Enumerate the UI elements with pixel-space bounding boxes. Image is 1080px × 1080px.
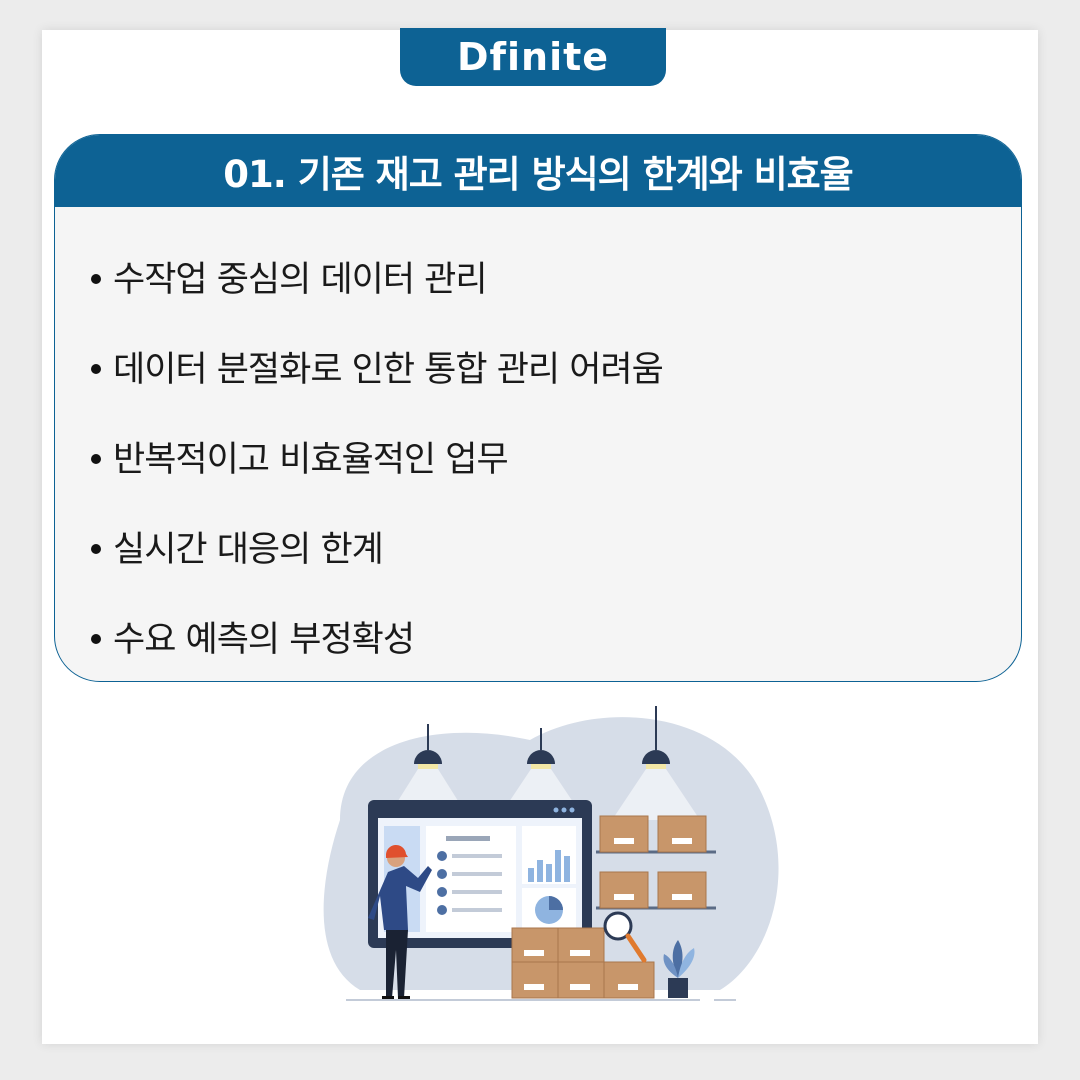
list-item: 데이터 분절화로 인한 통합 관리 어려움 <box>91 321 664 411</box>
list-item-text: 수요 예측의 부정확성 <box>113 619 415 660</box>
list-item-text: 수작업 중심의 데이터 관리 <box>113 259 488 300</box>
list-item-text: 실시간 대응의 한계 <box>113 529 384 570</box>
list-item: 수작업 중심의 데이터 관리 <box>91 231 663 321</box>
panel-header: 01. 기존 재고 관리 방식의 한계와 비효율 <box>55 135 1021 207</box>
bullet-icon <box>91 544 101 554</box>
list-item-text: 데이터 분절화로 인한 통합 관리 어려움 <box>113 349 664 390</box>
bullet-icon <box>91 274 101 284</box>
boxes-icon <box>511 927 655 999</box>
list-item: 수요 예측의 부정확성 <box>91 591 663 681</box>
list-item-text: 반복적이고 비효율적인 업무 <box>113 439 509 480</box>
list-item: 실시간 대응의 한계 <box>91 501 663 591</box>
info-panel: 01. 기존 재고 관리 방식의 한계와 비효율 수작업 중심의 데이터 관리 … <box>54 134 1022 682</box>
bullet-list: 수작업 중심의 데이터 관리 데이터 분절화로 인한 통합 관리 어려움 반복적… <box>91 231 664 681</box>
plant-icon <box>663 940 695 998</box>
worker-icon <box>368 844 432 1000</box>
brand-tab: Dfinite <box>400 28 666 86</box>
bullet-icon <box>91 634 101 644</box>
bullet-icon <box>91 454 101 464</box>
list-item: 반복적이고 비효율적인 업무 <box>91 411 663 501</box>
brand-logo: Dfinite <box>456 35 610 79</box>
magnifier-icon <box>603 911 647 963</box>
shelf-icon <box>596 815 716 910</box>
warehouse-illustration <box>323 706 779 1001</box>
bullet-icon <box>91 364 101 374</box>
section-title: 01. 기존 재고 관리 방식의 한계와 비효율 <box>223 153 853 196</box>
